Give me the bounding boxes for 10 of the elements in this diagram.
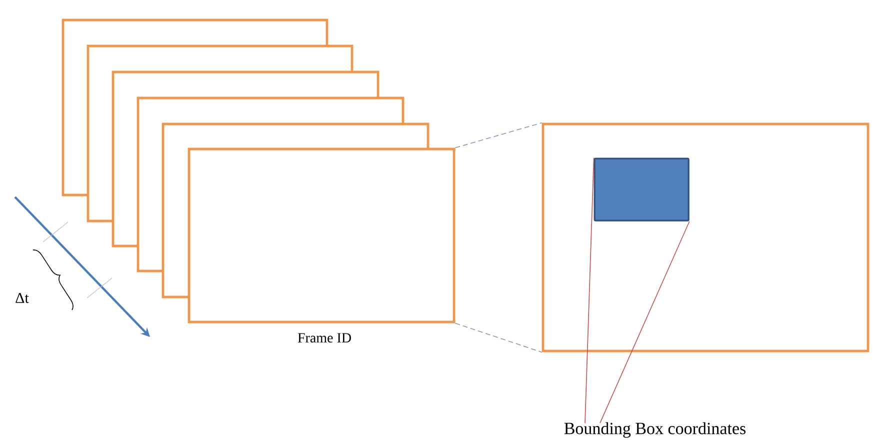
- delta-label: Δt: [16, 292, 29, 304]
- frame-rectangle: [188, 148, 456, 324]
- leader-line: [584, 157, 594, 424]
- zoom-line: [454, 122, 542, 148]
- caption-text: Bounding Box coordinates: [564, 422, 746, 438]
- bounding-box: [594, 158, 690, 222]
- zoom-line: [454, 322, 542, 353]
- frame-caption: Frame ID: [298, 333, 351, 342]
- frame-rectangle: [542, 122, 870, 352]
- leader-line: [600, 221, 690, 424]
